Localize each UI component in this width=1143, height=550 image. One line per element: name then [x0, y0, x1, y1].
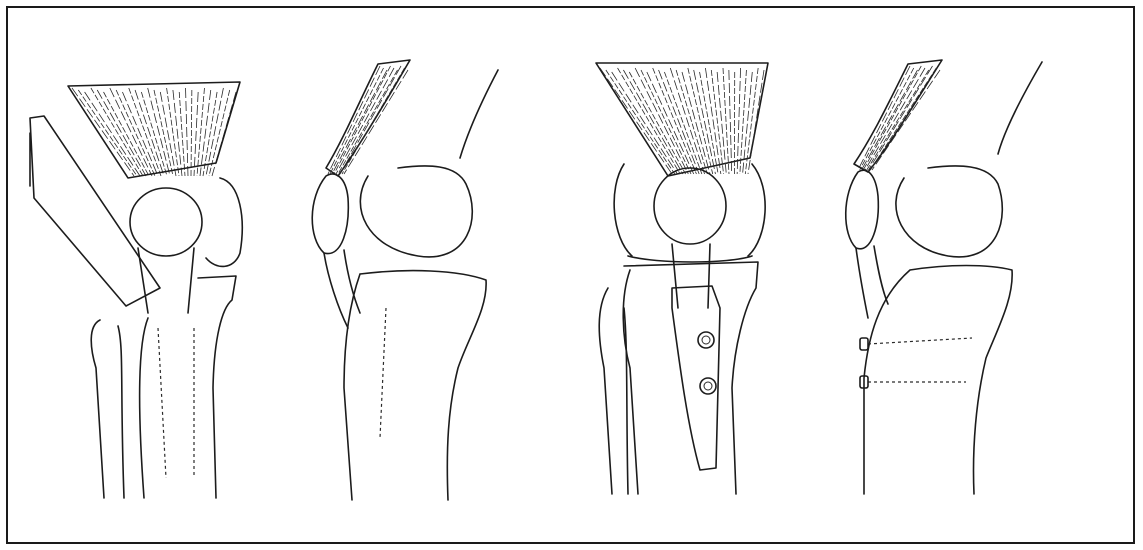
tendon-fiber — [72, 88, 134, 176]
patellar-tendon-side-4 — [856, 246, 888, 318]
tendon-fiber — [858, 66, 910, 170]
tendon-fiber — [340, 66, 401, 174]
tibia-side-4 — [864, 266, 1012, 495]
quadriceps-tendon — [72, 88, 236, 176]
tendon-fiber — [863, 66, 921, 170]
tendon-fiber — [197, 88, 204, 176]
tendon-fiber — [179, 92, 185, 176]
tendon-fiber — [85, 92, 140, 176]
tendon-fiber — [344, 70, 408, 174]
panel-3-knee-front-fixation — [596, 63, 768, 494]
tendon-fiber — [862, 70, 918, 170]
patella-side — [312, 174, 348, 253]
panel-4-knee-side-fixation — [846, 60, 1042, 494]
panel-2-knee-side — [312, 60, 498, 500]
tendon-fiber — [97, 90, 146, 176]
quadriceps-outline — [68, 82, 240, 178]
tendon-fiber — [78, 90, 137, 176]
tibia-side — [344, 271, 486, 500]
tendon-fiber — [194, 92, 198, 176]
tendon-fiber — [865, 68, 925, 170]
patellar-tendon-3 — [672, 244, 710, 308]
tendon-fiber — [737, 68, 740, 174]
tendon-fiber — [869, 66, 933, 170]
illustration — [8, 8, 1137, 546]
patella-side-4 — [846, 170, 879, 249]
tendon-fiber — [641, 70, 691, 174]
femoral-condyle-side-4 — [896, 166, 1002, 257]
tendon-fiber — [670, 68, 704, 174]
patella-3 — [654, 168, 726, 244]
tendon-fiber — [705, 68, 720, 174]
tendon-fiber — [160, 92, 176, 176]
tendon-fiber — [328, 66, 380, 174]
tibia-side-dotted — [380, 308, 386, 438]
tendon-fiber — [729, 70, 732, 174]
femur-anterior-line-4 — [998, 62, 1042, 154]
figure-frame — [6, 6, 1135, 544]
tendon-fiber — [191, 90, 192, 176]
femoral-condyle-side — [360, 166, 472, 257]
screw-upper — [698, 332, 714, 348]
tendon-fiber — [336, 68, 394, 174]
patellar-tendon — [138, 248, 194, 313]
tubercle-fragment — [672, 286, 720, 470]
osteotomy-cut-line — [158, 328, 194, 478]
fibula — [91, 320, 124, 498]
femoral-condyle — [206, 178, 242, 266]
quadriceps-tendon-side — [326, 60, 410, 176]
tendon-fiber — [186, 88, 188, 176]
tibia-plateau-3 — [623, 262, 758, 494]
tendon-fiber — [148, 88, 170, 176]
tendon-fiber — [872, 70, 940, 170]
tendon-fiber — [694, 70, 716, 174]
patella — [130, 188, 202, 256]
tendon-fiber — [104, 92, 149, 176]
screw-lower — [700, 378, 716, 394]
tendon-fiber — [154, 90, 173, 176]
tendon-fiber — [723, 68, 729, 174]
femoral-condyles-3 — [614, 164, 765, 262]
tendon-fiber — [653, 68, 697, 174]
tendon-fiber — [332, 70, 387, 174]
femur-anterior-line — [460, 70, 498, 158]
panel-1-knee-front-osteotomy — [30, 82, 242, 498]
tendon-fiber — [618, 68, 681, 174]
screw-lower-side — [860, 376, 966, 388]
screw-upper-side — [860, 338, 972, 350]
tendon-fiber — [330, 68, 384, 174]
tendon-fiber — [334, 66, 391, 174]
